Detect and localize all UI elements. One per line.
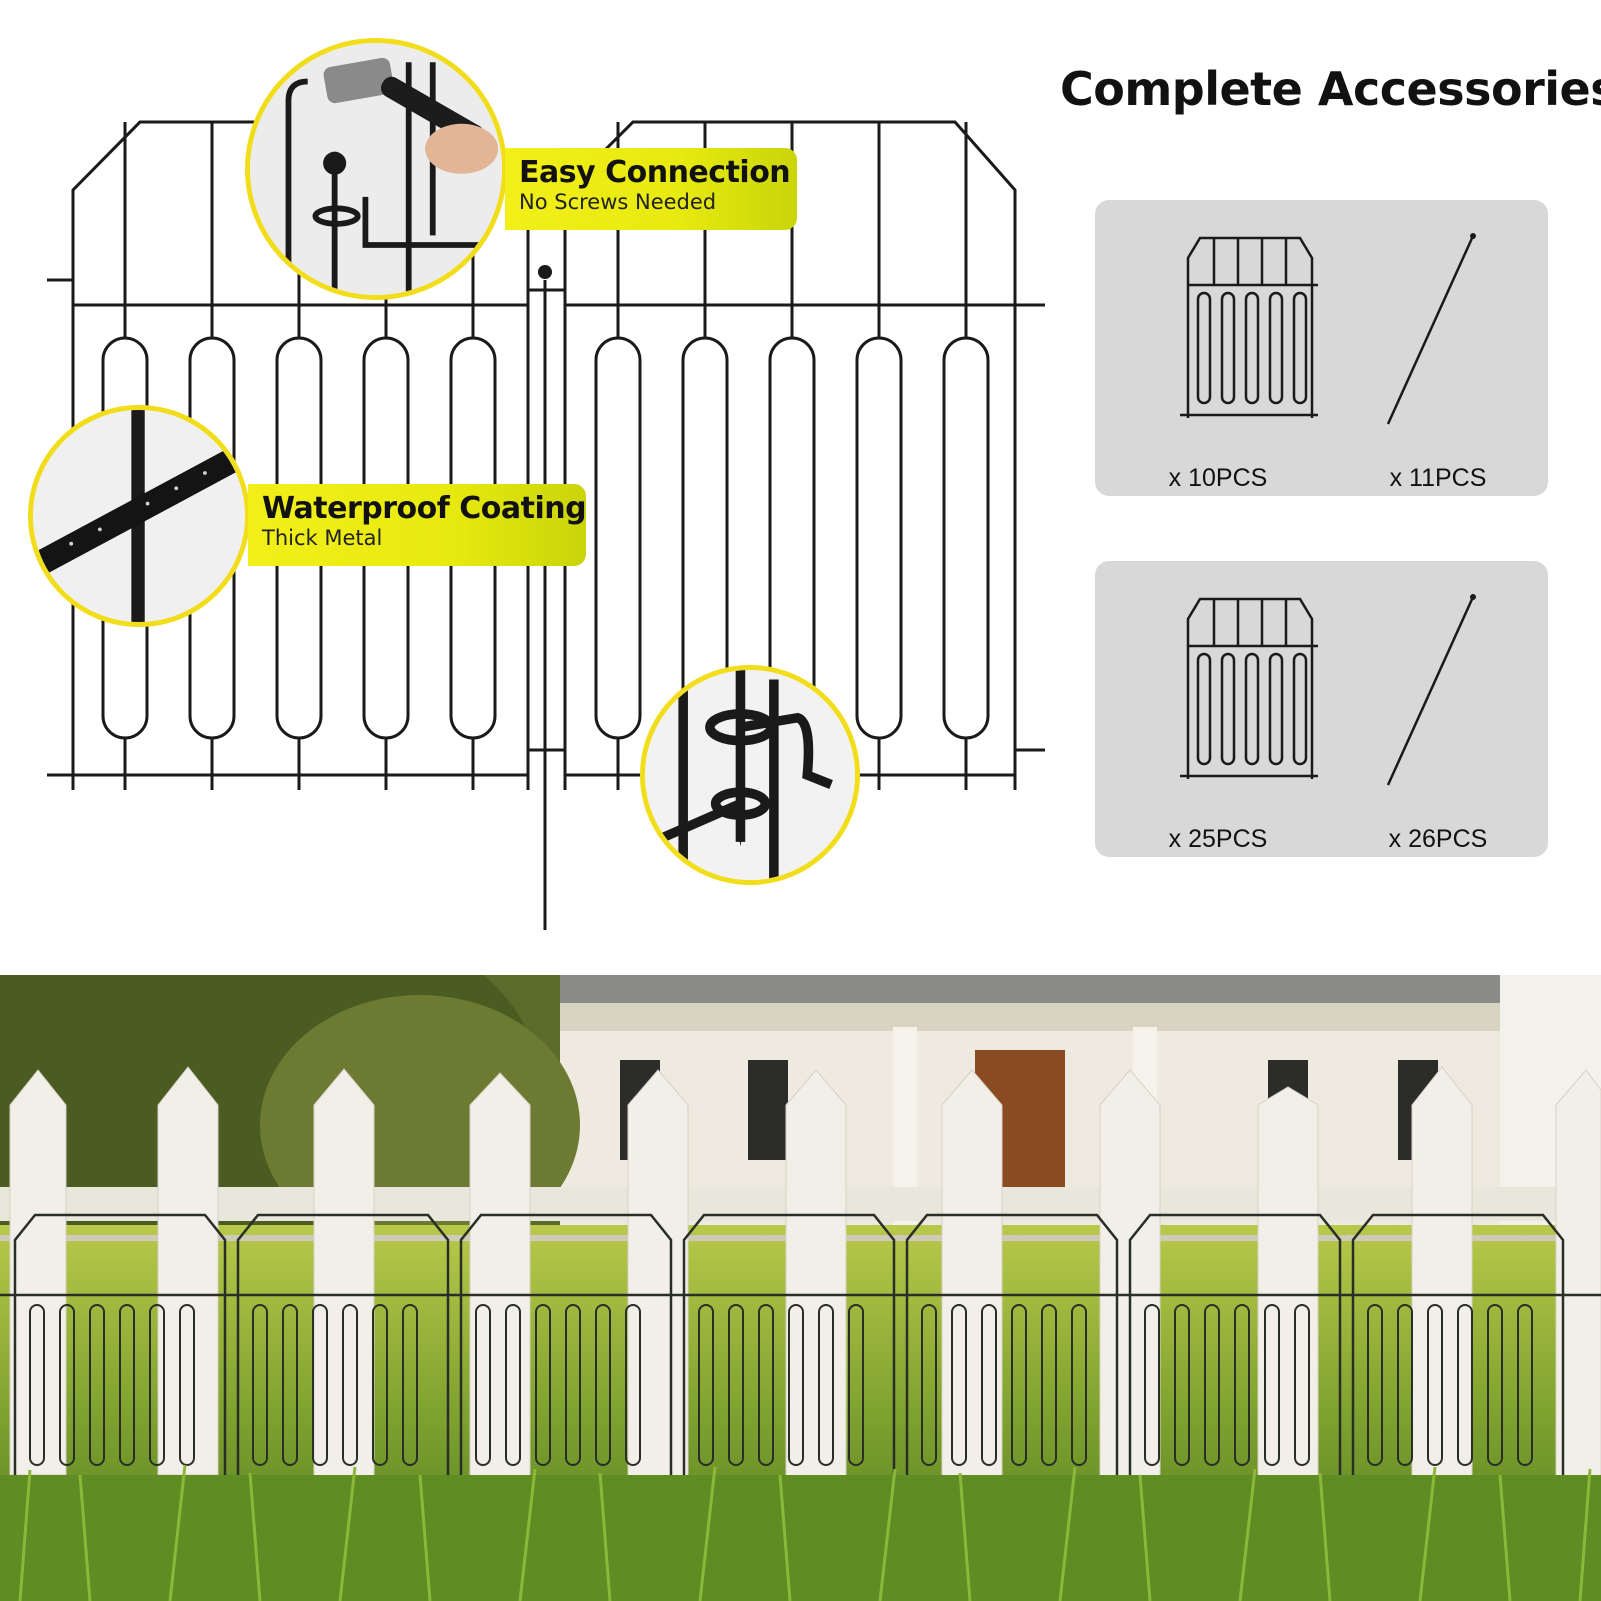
callout-subtitle: No Screws Needed <box>519 190 717 214</box>
accessory-box-small: x 10PCS x 11PCS <box>1095 200 1548 496</box>
callout-title: Easy Connection <box>519 155 791 190</box>
accessories-title: Complete Accessories <box>1060 62 1601 116</box>
connection-detail-image <box>245 38 507 300</box>
callout-subtitle: Thick Metal <box>262 526 383 550</box>
panel-item: x 25PCS <box>1118 589 1318 854</box>
panel-item: x 10PCS <box>1118 228 1318 493</box>
product-diagram-section: Easy Connection No Screws Needed Waterpr… <box>28 38 1601 930</box>
callout-title: Waterproof Coating <box>262 491 587 526</box>
stake-item: x 11PCS <box>1338 228 1538 493</box>
garden-stake-icon <box>1386 594 1476 786</box>
fence-panel-icon <box>1180 236 1318 418</box>
easy-connection-callout: Easy Connection No Screws Needed <box>505 148 797 230</box>
panel-quantity: x 25PCS <box>1168 825 1268 853</box>
coating-detail-image <box>28 405 250 627</box>
stake-item: x 26PCS <box>1338 589 1538 854</box>
stake-quantity: x 26PCS <box>1388 825 1488 853</box>
yard-scene-illustration <box>0 975 1601 1601</box>
stake-quantity: x 11PCS <box>1389 464 1487 492</box>
hook-detail-image <box>640 665 860 885</box>
garden-stake-icon <box>1386 233 1476 425</box>
panel-quantity: x 10PCS <box>1168 464 1268 492</box>
lifestyle-photo <box>0 975 1601 1601</box>
hammer-icon <box>323 57 499 174</box>
accessory-box-large: x 25PCS x 26PCS <box>1095 561 1548 857</box>
fence-panel-icon <box>1180 597 1318 779</box>
waterproof-coating-callout: Waterproof Coating Thick Metal <box>248 484 587 566</box>
